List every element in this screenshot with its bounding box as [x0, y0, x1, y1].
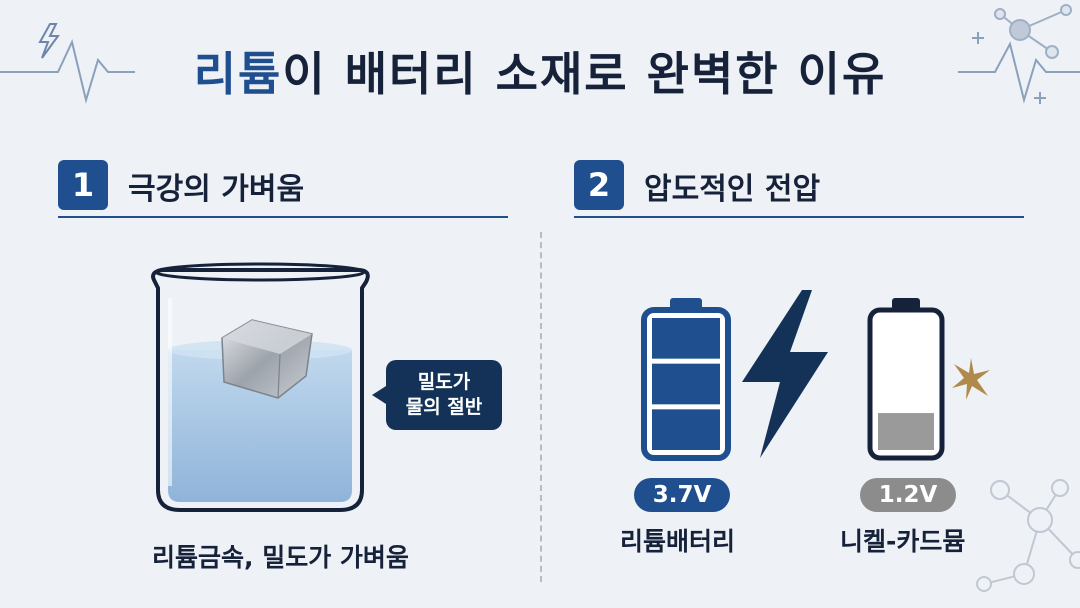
lightning-bolt-icon [742, 290, 828, 458]
section-1-header: 1 극강의 가벼움 [58, 160, 508, 218]
molecule-icon [976, 479, 1080, 592]
section-2-header: 2 압도적인 전압 [574, 160, 1024, 218]
battery-charge-fill [878, 413, 934, 450]
section-1-underline [58, 216, 508, 218]
callout-line-1: 밀도가 [417, 371, 471, 393]
battery-icon [867, 298, 945, 461]
battery-cell [652, 409, 720, 450]
battery-charge-fill [652, 318, 720, 450]
beaker-illustration [151, 262, 370, 512]
voltage-badge-nicd: 1.2V [860, 478, 956, 512]
section-2-title: 압도적인 전압 [644, 172, 821, 207]
lithium-cube [221, 319, 313, 399]
density-callout: 밀도가 물의 절반 [372, 360, 502, 430]
callout-line-2: 물의 절반 [405, 396, 483, 418]
battery-cell [652, 318, 720, 359]
spark-icon [952, 358, 990, 400]
section-1-number-badge: 1 [58, 160, 108, 210]
section-1-title: 극강의 가벼움 [128, 172, 305, 207]
water [168, 350, 352, 502]
battery-label-lithium: 리튬배터리 [620, 527, 736, 556]
battery-cell [652, 363, 720, 405]
battery-icon [641, 298, 731, 461]
title-rest: 이 배터리 소재로 완벽한 이유 [282, 47, 887, 101]
beaker-caption: 리튬금속, 밀도가 가벼움 [152, 543, 409, 572]
voltage-badge-lithium: 3.7V [634, 478, 730, 512]
battery-label-nicd: 니켈-카드뮴 [840, 527, 966, 556]
section-2-underline [574, 216, 1024, 218]
section-divider [540, 232, 542, 582]
title-accent: 리튬 [193, 47, 283, 101]
page-title: 리튬이 배터리 소재로 완벽한 이유 [0, 38, 1080, 104]
section-2-number-badge: 2 [574, 160, 624, 210]
